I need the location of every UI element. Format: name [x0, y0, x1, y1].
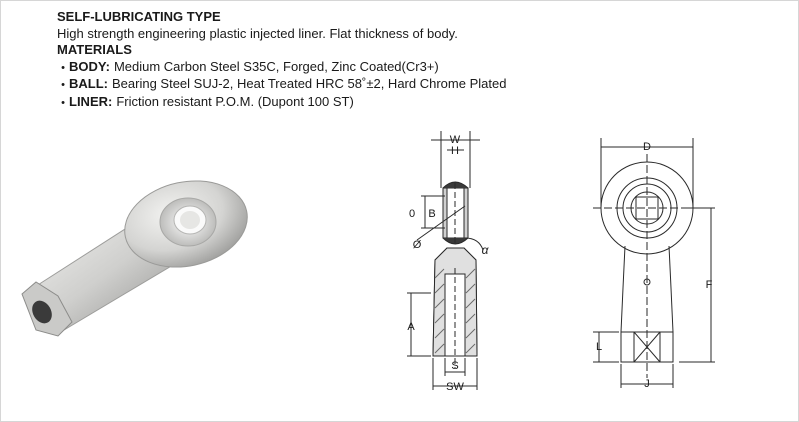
material-ball: • BALL: Bearing Steel SUJ-2, Heat Treate…	[57, 76, 506, 94]
material-text: Bearing Steel SUJ-2, Heat Treated HRC 58…	[112, 76, 507, 92]
dim-b-label: B	[428, 208, 435, 220]
side-view-drawing: W H 0 B Ø α A S SW	[407, 131, 490, 393]
dim-d-label: D	[643, 141, 651, 153]
bullet-icon: •	[61, 79, 65, 92]
dim-b-prefix: 0	[409, 208, 415, 220]
dim-alpha-label: α	[482, 243, 490, 257]
dim-a-label: A	[407, 321, 415, 333]
dim-sw-label: SW	[446, 381, 464, 393]
material-liner: • LINER: Friction resistant P.O.M. (Dupo…	[57, 94, 506, 112]
material-text: Medium Carbon Steel S35C, Forged, Zinc C…	[113, 58, 439, 74]
dim-s-label: S	[451, 360, 458, 372]
bullet-icon: •	[61, 61, 65, 74]
material-label: BODY:	[69, 58, 110, 74]
bullet-icon: •	[61, 96, 65, 109]
product-description: High strength engineering plastic inject…	[57, 25, 458, 41]
product-type-title: SELF-LUBRICATING TYPE	[57, 9, 221, 24]
spec-block: SELF-LUBRICATING TYPE High strength engi…	[57, 9, 506, 112]
dim-f-label: F	[706, 279, 713, 291]
material-label: BALL:	[69, 76, 108, 92]
rod-end-photo	[21, 180, 248, 337]
dim-l-label: L	[596, 341, 602, 353]
dim-ball-dia-label: Ø	[413, 239, 422, 251]
front-view-drawing: D F L J	[593, 138, 715, 390]
materials-heading: MATERIALS	[57, 42, 132, 58]
dim-j-label: J	[644, 378, 650, 390]
dim-h-label: H	[451, 145, 459, 157]
material-text: Friction resistant P.O.M. (Dupont 100 ST…	[116, 93, 354, 109]
material-label: LINER:	[69, 93, 113, 109]
dim-w-label: W	[450, 134, 461, 146]
material-body: • BODY: Medium Carbon Steel S35C, Forged…	[57, 59, 506, 77]
